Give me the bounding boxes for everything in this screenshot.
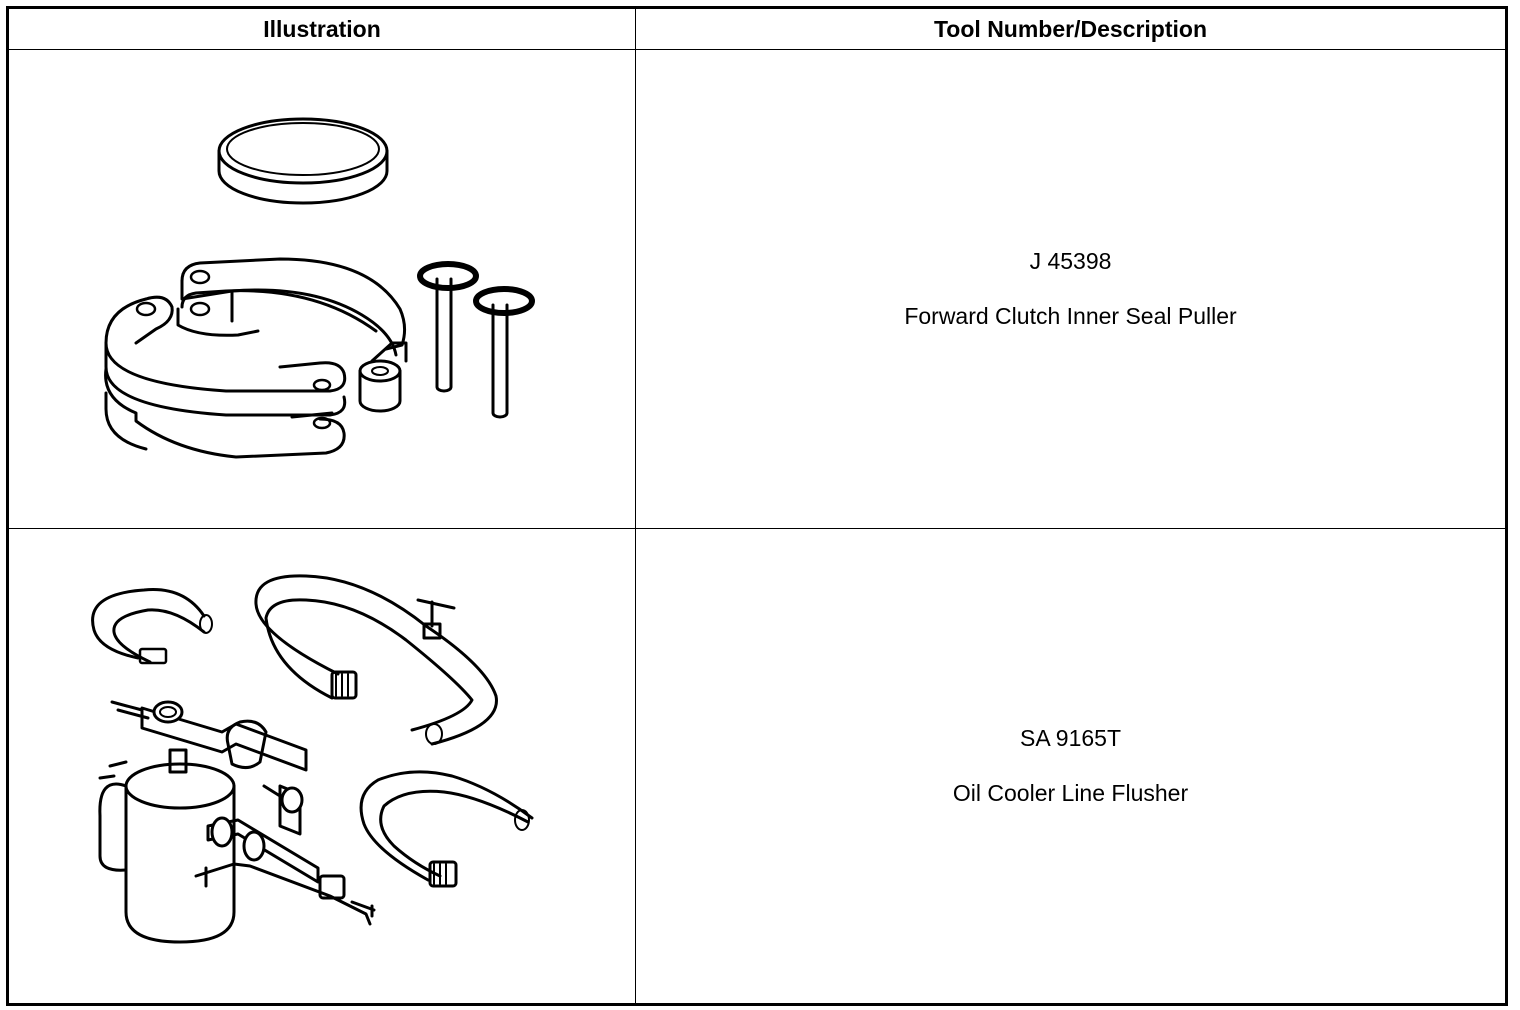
- description-cell: J 45398 Forward Clutch Inner Seal Puller: [635, 49, 1507, 529]
- tool-header: Tool Number/Description: [635, 7, 1507, 50]
- table-row: J 45398 Forward Clutch Inner Seal Puller: [7, 49, 1507, 529]
- header-row: Illustration Tool Number/Description: [7, 7, 1507, 50]
- illustration-cell: [7, 49, 636, 529]
- seal-puller-drawing-icon: [104, 117, 535, 459]
- tool-number: SA 9165T: [1019, 725, 1122, 751]
- description-cell: SA 9165T Oil Cooler Line Flusher: [635, 528, 1507, 1005]
- illustration-cell: [7, 528, 636, 1005]
- table-row: SA 9165T Oil Cooler Line Flusher: [7, 528, 1507, 1005]
- tool-description: Forward Clutch Inner Seal Puller: [904, 303, 1237, 329]
- tool-number: J 45398: [1029, 248, 1112, 274]
- line-flusher-drawing-icon: [91, 574, 534, 944]
- tool-description: Oil Cooler Line Flusher: [952, 780, 1189, 806]
- tool-table: Illustration Tool Number/Description: [6, 6, 1508, 1006]
- illustration-header: Illustration: [7, 7, 636, 50]
